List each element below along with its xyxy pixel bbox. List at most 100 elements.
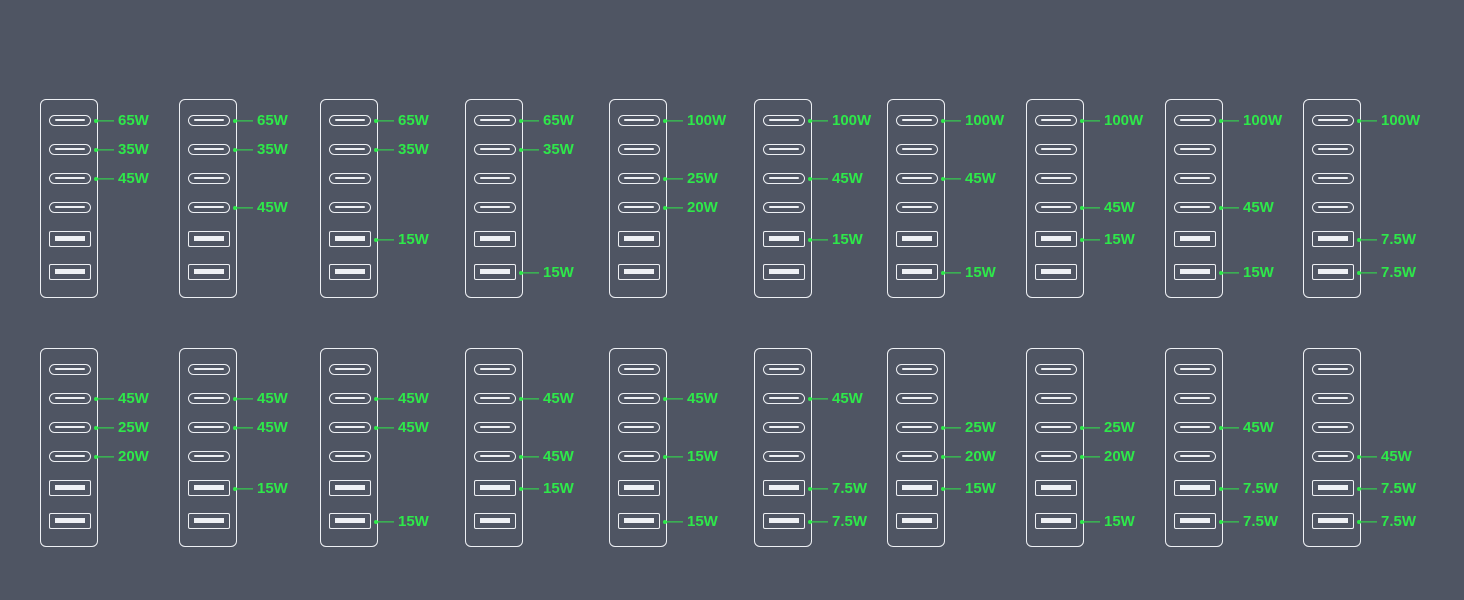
usb-c-port-icon [329,143,372,155]
usb-c-port-icon [49,172,92,184]
usb-c-port-icon [188,363,231,375]
usb-a-port-icon [474,231,517,248]
usb-a-port-icon [618,264,661,281]
usb-c-port-icon [188,450,231,462]
wattage-label: 45W [965,170,996,187]
leader-line [810,178,828,180]
usb-c-port-icon [188,421,231,433]
wattage-label: 15W [1243,264,1274,281]
usb-c-port-icon [618,143,661,155]
usb-a-port-icon [188,480,231,497]
leader-line [1221,120,1239,122]
wattage-label: 20W [687,199,718,216]
usb-c-port-icon [763,363,806,375]
wattage-label: 35W [118,141,149,158]
leader-line [376,239,394,241]
leader-line [943,120,961,122]
usb-c-port-icon [49,143,92,155]
charger-outline [609,348,667,547]
usb-c-port-icon [329,421,372,433]
wattage-label: 15W [687,448,718,465]
usb-c-port-icon [1174,392,1217,404]
wattage-label: 100W [1104,112,1144,129]
leader-line [665,178,683,180]
leader-line [665,207,683,209]
usb-c-port-icon [1035,201,1078,213]
leader-line [521,456,539,458]
leader-line [943,178,961,180]
usb-c-port-icon [329,392,372,404]
usb-c-port-icon [188,143,231,155]
wattage-label: 25W [965,419,996,436]
usb-a-port-icon [188,264,231,281]
usb-c-port-icon [474,421,517,433]
wattage-label: 45W [1104,199,1135,216]
leader-line [521,398,539,400]
usb-c-port-icon [329,450,372,462]
leader-line [235,488,253,490]
usb-c-port-icon [1312,363,1355,375]
leader-line [235,207,253,209]
wattage-label: 45W [118,170,149,187]
leader-line [1082,120,1100,122]
charger-outline [179,99,237,298]
leader-line [810,521,828,523]
leader-line [810,120,828,122]
usb-c-port-icon [1035,143,1078,155]
wattage-label: 45W [543,390,574,407]
wattage-label: 15W [543,264,574,281]
usb-c-port-icon [329,172,372,184]
wattage-label: 7.5W [1381,264,1417,281]
wattage-label: 15W [965,264,996,281]
usb-a-port-icon [474,480,517,497]
charger-outline [465,348,523,547]
usb-c-port-icon [474,201,517,213]
usb-a-port-icon [1035,480,1078,497]
leader-line [1082,207,1100,209]
leader-line [1082,521,1100,523]
leader-line [521,488,539,490]
usb-c-port-icon [49,421,92,433]
usb-a-port-icon [49,480,92,497]
usb-c-port-icon [1035,172,1078,184]
usb-a-port-icon [188,231,231,248]
usb-c-port-icon [896,392,939,404]
usb-c-port-icon [474,392,517,404]
leader-line [376,427,394,429]
charger-outline [754,99,812,298]
leader-line [96,178,114,180]
wattage-label: 15W [1104,231,1135,248]
leader-line [665,398,683,400]
wattage-label: 45W [398,419,429,436]
leader-line [943,272,961,274]
usb-a-port-icon [329,231,372,248]
charger-outline [1303,348,1361,547]
wattage-label: 65W [257,112,288,129]
leader-line [235,398,253,400]
usb-c-port-icon [618,450,661,462]
wattage-label: 45W [832,390,863,407]
wattage-label: 15W [832,231,863,248]
leader-line [235,427,253,429]
usb-a-port-icon [1174,480,1217,497]
usb-a-port-icon [474,513,517,530]
wattage-label: 45W [257,199,288,216]
wattage-label: 45W [118,390,149,407]
usb-c-port-icon [474,172,517,184]
charger-outline [465,99,523,298]
usb-c-port-icon [896,421,939,433]
usb-c-port-icon [49,201,92,213]
usb-a-port-icon [188,513,231,530]
wattage-label: 15W [398,231,429,248]
usb-c-port-icon [188,172,231,184]
wattage-label: 7.5W [1381,513,1417,530]
wattage-label: 45W [398,390,429,407]
wattage-label: 35W [257,141,288,158]
usb-c-port-icon [329,114,372,126]
usb-c-port-icon [618,363,661,375]
usb-a-port-icon [1035,513,1078,530]
charger-outline [179,348,237,547]
leader-line [521,272,539,274]
usb-c-port-icon [618,172,661,184]
wattage-label: 100W [687,112,727,129]
